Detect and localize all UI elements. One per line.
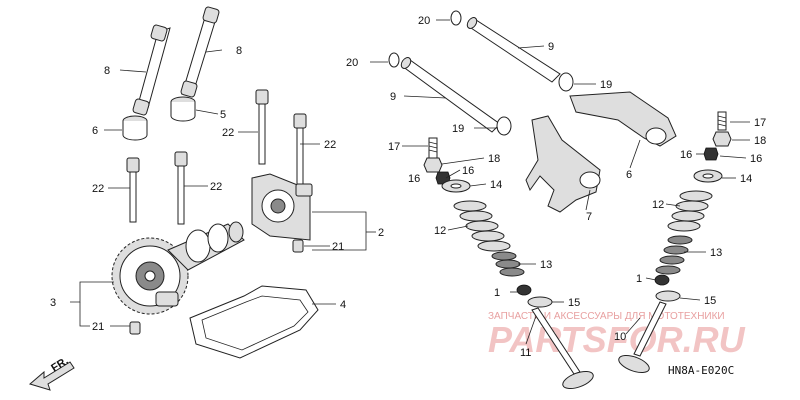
adjust-screw-17-right bbox=[717, 111, 727, 131]
valve-10 bbox=[618, 301, 667, 374]
retainer-14-right bbox=[693, 169, 723, 183]
label-20-upper: 20 bbox=[418, 15, 430, 27]
label-8-left: 8 bbox=[104, 65, 110, 77]
rocker-shaft-9-lower bbox=[400, 57, 501, 133]
watermark-line2: PARTSFOR.RU bbox=[488, 319, 746, 360]
label-19-upper: 19 bbox=[600, 79, 612, 91]
rocker-shaft-9-upper bbox=[466, 17, 561, 83]
label-22-b: 22 bbox=[324, 139, 336, 151]
o-ring-20-upper bbox=[450, 10, 462, 26]
camshaft-3 bbox=[111, 221, 245, 315]
rocker-arm-6 bbox=[569, 91, 677, 147]
watermark-line1: ЗАПЧАСТИ И АКСЕССУАРЫ ДЛЯ МОТОТЕХНИКИ bbox=[488, 311, 725, 322]
adjust-screw-17-left bbox=[428, 137, 438, 159]
label-3: 3 bbox=[50, 297, 56, 309]
bolt-22-a bbox=[255, 89, 269, 165]
part-labels: 8 8 6 5 22 22 22 22 2 21 3 21 4 20 20 9 … bbox=[50, 15, 766, 359]
label-2: 2 bbox=[378, 227, 384, 239]
label-11: 11 bbox=[520, 347, 531, 359]
label-22-c: 22 bbox=[92, 183, 104, 195]
label-16-left-a: 16 bbox=[462, 165, 474, 177]
lifter-cup-5-right bbox=[170, 96, 196, 122]
label-16-left-b: 16 bbox=[408, 173, 420, 185]
bolt-22-c bbox=[126, 157, 140, 223]
label-21-upper: 21 bbox=[332, 241, 344, 253]
label-20-lower: 20 bbox=[346, 57, 358, 69]
diagram-code: HN8A-E020C bbox=[668, 364, 734, 377]
spring-seat-15-right bbox=[655, 290, 681, 302]
label-12-left: 12 bbox=[434, 225, 446, 237]
valve-spring-13-right bbox=[655, 235, 693, 275]
label-8-right: 8 bbox=[236, 45, 242, 57]
label-1-right: 1 bbox=[636, 273, 642, 285]
label-9-lower: 9 bbox=[390, 91, 396, 103]
lifter-8-right bbox=[180, 6, 220, 98]
label-14-right: 14 bbox=[740, 173, 752, 185]
label-7: 7 bbox=[586, 211, 592, 223]
label-12-right: 12 bbox=[652, 199, 664, 211]
label-5: 5 bbox=[220, 109, 226, 121]
rocker-arm-7 bbox=[525, 115, 601, 213]
label-16-right-b: 16 bbox=[750, 153, 762, 165]
camshaft-holder-2 bbox=[251, 173, 313, 241]
retainer-14-left bbox=[441, 179, 471, 193]
bolt-22-d bbox=[174, 151, 188, 225]
label-9-upper: 9 bbox=[548, 41, 554, 53]
o-ring-20-lower bbox=[388, 52, 400, 68]
cover-gasket-4 bbox=[189, 285, 319, 359]
o-ring-19-upper bbox=[558, 72, 574, 92]
label-13-left: 13 bbox=[540, 259, 552, 271]
lifter-cup-5-left bbox=[122, 115, 148, 141]
o-ring-19-lower bbox=[496, 116, 512, 136]
label-15-right: 15 bbox=[704, 295, 716, 307]
label-18-left: 18 bbox=[488, 153, 500, 165]
valve-spring-12-left bbox=[453, 200, 511, 252]
label-22-d: 22 bbox=[210, 181, 222, 193]
label-4: 4 bbox=[340, 299, 346, 311]
label-13-right: 13 bbox=[710, 247, 722, 259]
label-15-left: 15 bbox=[568, 297, 580, 309]
label-10: 10 bbox=[614, 331, 626, 343]
dowel-pin-21-lower bbox=[129, 321, 141, 335]
locknut-16-right bbox=[703, 147, 719, 161]
label-16-right-a: 16 bbox=[680, 149, 692, 161]
valve-spring-12-right bbox=[667, 190, 713, 232]
label-14-left: 14 bbox=[490, 179, 502, 191]
dowel-pin-21-upper bbox=[292, 239, 304, 253]
lifter-8-left bbox=[132, 24, 171, 116]
label-6-left: 6 bbox=[92, 125, 98, 137]
valve-spring-13-left bbox=[491, 251, 525, 277]
spring-seat-15-left bbox=[527, 296, 553, 308]
label-19-lower: 19 bbox=[452, 123, 464, 135]
label-21-lower: 21 bbox=[92, 321, 104, 333]
bolt-22-b bbox=[293, 113, 307, 189]
valve-seal-1-right bbox=[654, 274, 670, 286]
nut-18-left bbox=[423, 157, 443, 173]
label-17-left: 17 bbox=[388, 141, 400, 153]
label-18-right: 18 bbox=[754, 135, 766, 147]
label-17-right: 17 bbox=[754, 117, 766, 129]
label-22-a: 22 bbox=[222, 127, 234, 139]
leader-lines bbox=[70, 19, 750, 345]
nut-18-right bbox=[712, 131, 732, 147]
valve-11 bbox=[531, 307, 594, 390]
front-direction-arrow: FR. bbox=[28, 355, 75, 391]
label-6-right: 6 bbox=[626, 169, 632, 181]
watermark: ЗАПЧАСТИ И АКСЕССУАРЫ ДЛЯ МОТОТЕХНИКИ PA… bbox=[488, 311, 746, 360]
valve-seal-1-left bbox=[516, 284, 532, 296]
label-1-left: 1 bbox=[494, 287, 500, 299]
